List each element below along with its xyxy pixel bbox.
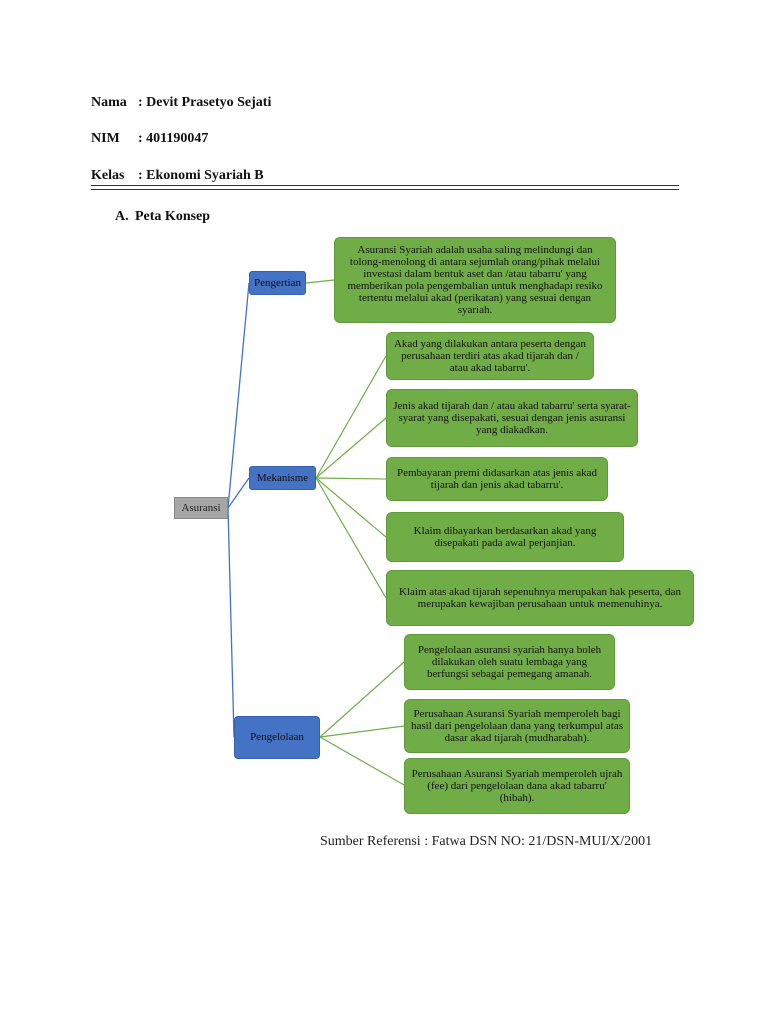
connector-pengelolaan-item-1 <box>319 661 405 738</box>
root-label: Asuransi <box>181 501 221 514</box>
connector-pengelolaan-item-2 <box>319 725 405 738</box>
kelas-row: Kelas : Ekonomi Syariah B <box>91 168 264 184</box>
connector-pengertian-item <box>305 279 335 284</box>
branch-pengelolaan-label: Pengelolaan <box>250 731 304 744</box>
nim-label: NIM <box>91 131 120 146</box>
connector-mekanisme-item-5 <box>315 477 387 599</box>
mekanisme-item-5: Klaim atas akad tijarah sepenuhnya merup… <box>386 570 694 626</box>
pengertian-definition: Asuransi Syariah adalah usaha saling mel… <box>334 237 616 323</box>
header-divider <box>91 185 679 186</box>
branch-pengertian: Pengertian <box>249 271 306 295</box>
nim-value: : 401190047 <box>138 131 209 146</box>
mekanisme-item-3: Pembayaran premi didasarkan atas jenis a… <box>386 457 608 501</box>
section-heading: A. Peta Konsep <box>115 209 210 225</box>
pengelolaan-item-2: Perusahaan Asuransi Syariah memperoleh b… <box>404 699 630 753</box>
mekanisme-item-3-text: Pembayaran premi didasarkan atas jenis a… <box>396 466 598 491</box>
mekanisme-item-4-text: Klaim dibayarkan berdasarkan akad yang d… <box>413 524 597 549</box>
nim-row: NIM : 401190047 <box>91 131 208 147</box>
branch-pengertian-label: Pengertian <box>253 276 302 289</box>
pengelolaan-item-2-text: Perusahaan Asuransi Syariah memperoleh b… <box>411 707 623 745</box>
mekanisme-item-1: Akad yang dilakukan antara peserta denga… <box>386 332 594 380</box>
branch-mekanisme: Mekanisme <box>249 466 316 490</box>
section-number: A. <box>115 209 129 224</box>
pengelolaan-item-1: Pengelolaan asuransi syariah hanya boleh… <box>404 634 615 690</box>
section-title: Peta Konsep <box>135 209 211 224</box>
pengelolaan-item-3: Perusahaan Asuransi Syariah memperoleh u… <box>404 758 630 814</box>
header-divider-thin <box>91 189 679 190</box>
mekanisme-item-2-text: Jenis akad tijarah dan / atau akad tabar… <box>393 399 631 437</box>
nama-value: : Devit Prasetyo Sejati <box>138 95 272 110</box>
connector-root-mekanisme <box>227 477 250 509</box>
kelas-value: : Ekonomi Syariah B <box>138 168 264 183</box>
mekanisme-item-2: Jenis akad tijarah dan / atau akad tabar… <box>386 389 638 447</box>
source-reference: Sumber Referensi : Fatwa DSN NO: 21/DSN-… <box>320 834 653 849</box>
nama-row: Nama : Devit Prasetyo Sejati <box>91 95 271 111</box>
connector-mekanisme-item-1 <box>315 355 387 479</box>
mekanisme-item-5-text: Klaim atas akad tijarah sepenuhnya merup… <box>399 585 681 610</box>
connector-pengelolaan-item-3 <box>319 736 405 786</box>
connector-mekanisme-item-3 <box>315 477 387 480</box>
nama-label: Nama <box>91 95 127 110</box>
root-node-asuransi: Asuransi <box>174 497 228 519</box>
mekanisme-item-1-text: Akad yang dilakukan antara peserta denga… <box>393 337 587 375</box>
connector-root-pengelolaan <box>227 507 235 738</box>
connector-mekanisme-item-4 <box>315 477 387 538</box>
branch-mekanisme-label: Mekanisme <box>256 471 309 484</box>
pengertian-definition-text: Asuransi Syariah adalah usaha saling mel… <box>347 243 603 317</box>
pengelolaan-item-1-text: Pengelolaan asuransi syariah hanya boleh… <box>417 643 602 681</box>
branch-pengelolaan: Pengelolaan <box>234 716 320 759</box>
connector-root-pengertian <box>227 282 250 509</box>
mekanisme-item-4: Klaim dibayarkan berdasarkan akad yang d… <box>386 512 624 562</box>
connector-mekanisme-item-2 <box>315 417 387 479</box>
kelas-label: Kelas <box>91 168 125 183</box>
pengelolaan-item-3-text: Perusahaan Asuransi Syariah memperoleh u… <box>411 767 623 805</box>
